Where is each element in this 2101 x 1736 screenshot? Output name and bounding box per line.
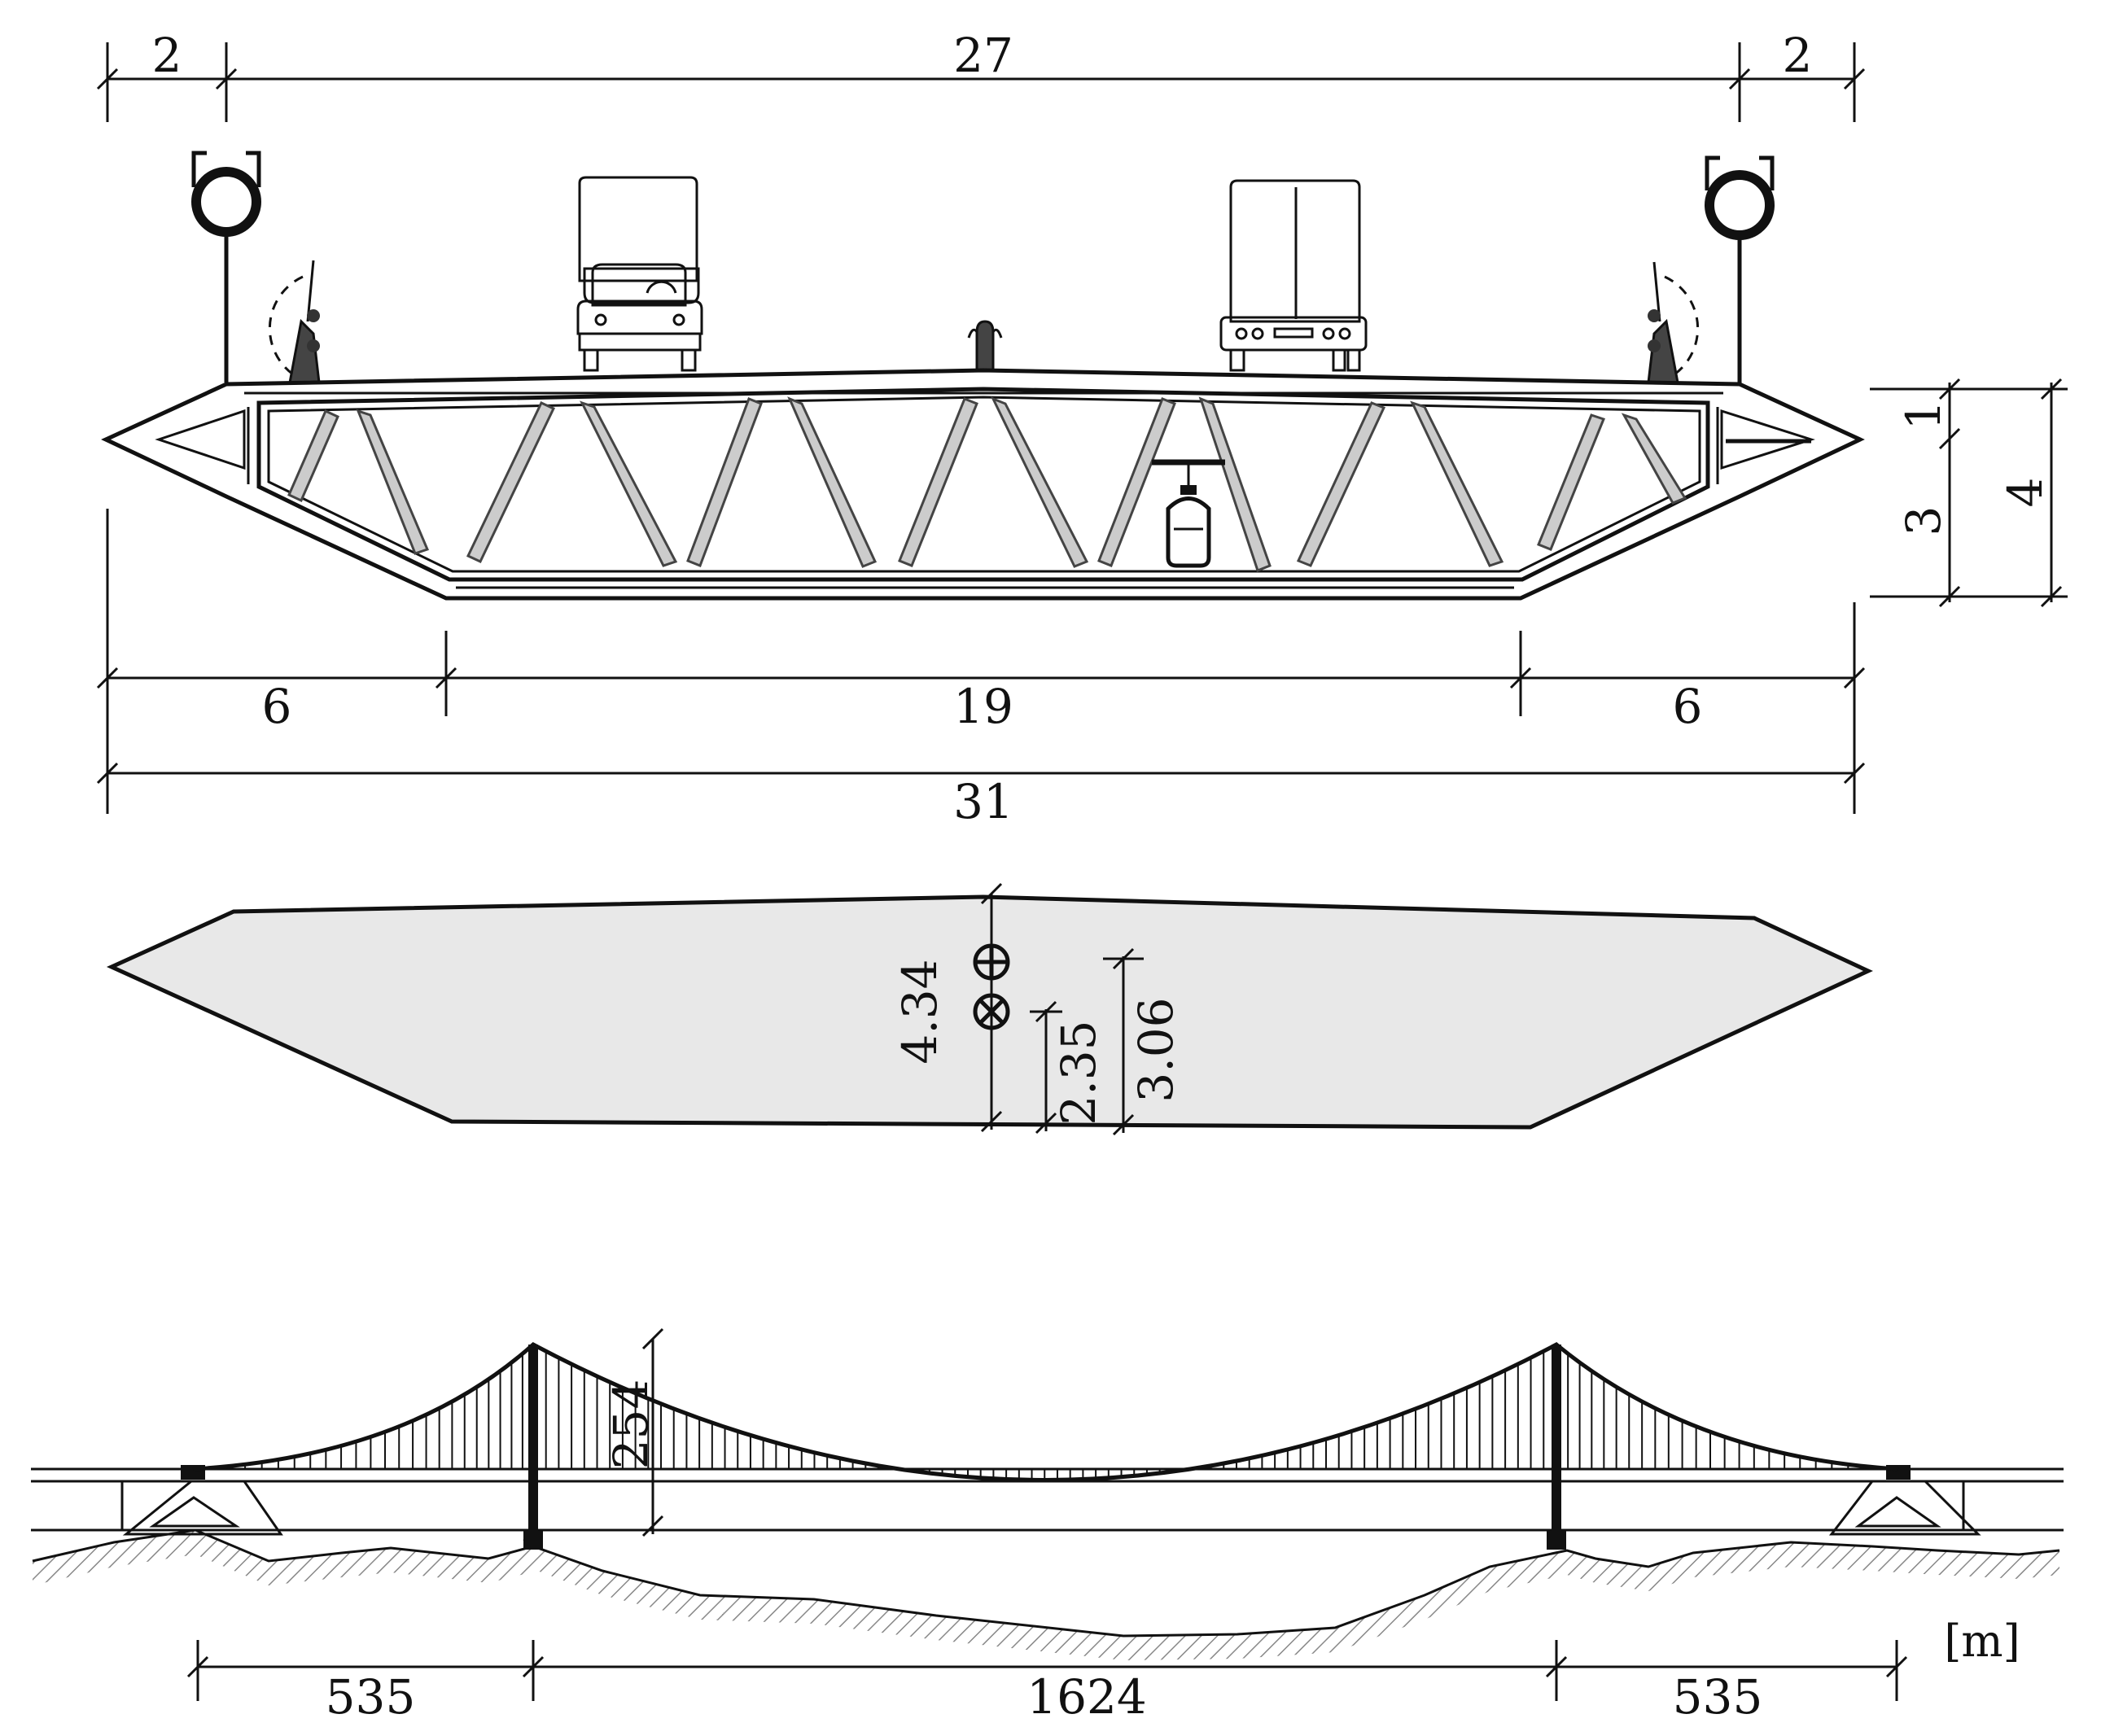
- dim-bottom-right: 6: [1673, 679, 1703, 734]
- girder-inner: [256, 387, 1710, 582]
- shear-centre-label: 3.06: [1128, 997, 1184, 1102]
- shear-centre-symbol-icon: [973, 943, 1010, 981]
- depth-label: 4.34: [892, 959, 948, 1064]
- tower-right: [1547, 1345, 1566, 1550]
- cable-icon: [191, 151, 1775, 384]
- dim-overall-width: 31: [953, 774, 1013, 829]
- sag-label: 254: [603, 1380, 659, 1470]
- girder-outline: [101, 368, 1865, 601]
- edge-boxes: [155, 407, 1815, 484]
- dim-top-left: 2: [152, 28, 182, 83]
- dim-bottom-left: 6: [262, 679, 292, 734]
- dim-right-4: 4: [1998, 478, 2053, 508]
- centroid-label: 2.35: [1051, 1020, 1106, 1125]
- cross-section: 2 27 2: [96, 28, 2068, 829]
- span-dimension-chain: 535 1624 535: [186, 1640, 1908, 1725]
- span-main: 1624: [1026, 1669, 1147, 1725]
- centroid-symbol-icon: [973, 993, 1010, 1030]
- dim-right-3: 3: [1896, 506, 1951, 536]
- anchorage-left: [122, 1465, 283, 1536]
- tower-left: [523, 1345, 543, 1550]
- lamp-post-icon: [967, 320, 1003, 372]
- maintenance-trolley-icon: [1152, 459, 1225, 568]
- anchorage-right: [1828, 1465, 1981, 1536]
- truck-rear-icon: [1219, 179, 1368, 372]
- span-right: 535: [1673, 1669, 1763, 1725]
- truck-front-icon: [576, 176, 703, 372]
- unit-label: [m]: [1944, 1616, 2020, 1667]
- dim-top-right: 2: [1783, 28, 1813, 83]
- truss-struts: [287, 396, 1687, 572]
- railing-icon: [268, 260, 1700, 384]
- dim-top-middle: 27: [953, 28, 1013, 83]
- ground-hatch: [33, 1530, 2059, 1660]
- dim-right-1: 1: [1896, 400, 1951, 431]
- dim-bottom-middle: 19: [953, 679, 1013, 734]
- bottom-dimension-chain: 6 19 6 31: [96, 509, 1866, 829]
- span-left: 535: [326, 1669, 416, 1725]
- bridge-elevation: 254 535 1624 535 [m]: [31, 1327, 2064, 1725]
- section-properties: 4.34 2.35 3.06: [106, 882, 1873, 1136]
- right-dimension-chain: 1 3 4: [1870, 378, 2068, 608]
- hangers: [209, 1351, 1883, 1480]
- top-dimension-chain: 2 27 2: [96, 28, 1866, 122]
- ground-line: [32, 1528, 2060, 1638]
